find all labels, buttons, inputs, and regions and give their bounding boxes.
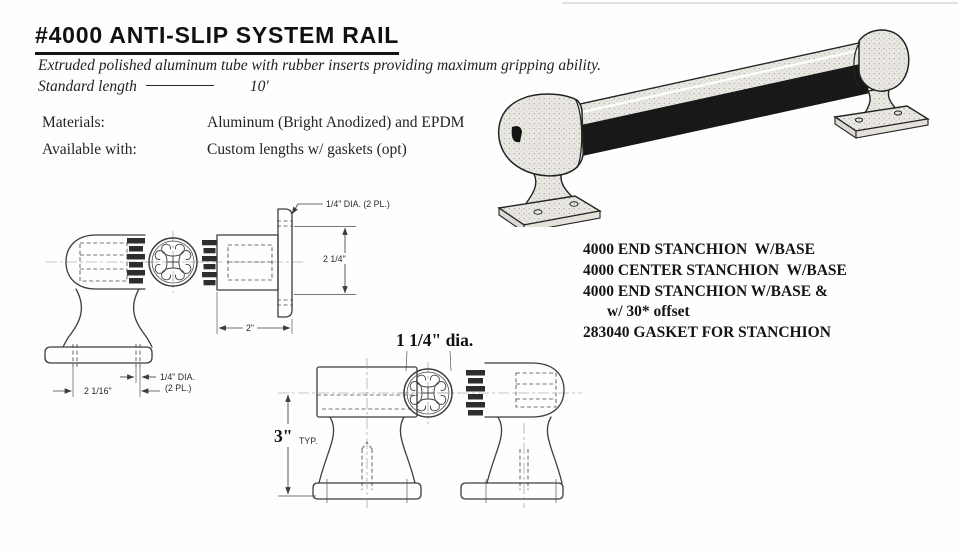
stanchion-side-view [44,234,160,367]
parts-line: 4000 END STANCHION W/BASE & [583,282,828,300]
rubber-insert-ribs [127,238,145,284]
key-notch [511,126,522,143]
product-description: Extruded polished aluminum tube with rub… [38,57,601,74]
dim-height-label: 3" [274,426,292,446]
scan-artifact-line [562,2,958,4]
rail-illustration [497,29,930,227]
spec-value: Custom lengths w/ gaskets (opt) [207,141,407,158]
spec-row-available-with: Available with: Custom lengths w/ gaskets… [42,141,407,159]
dim-hole-top-label: 1/4" DIA. (2 PL.) [326,199,390,209]
dim-base-width-label: 2 1/16" [84,386,112,396]
standard-length-label: Standard length [38,78,137,95]
parts-line: 4000 CENTER STANCHION W/BASE [583,261,847,279]
dim-flange-height-label: 2 1/4" [323,254,346,264]
parts-line: 4000 END STANCHION W/BASE [583,241,815,258]
parts-line: w/ 30* offset [607,303,690,321]
dim-tube-dia-label: 1 1/4" dia. [396,330,473,350]
leader-dash [145,84,214,86]
page-title: #4000 ANTI-SLIP SYSTEM RAIL [35,22,400,55]
technical-drawing-bottom: 1 1/4" dia. [272,330,582,508]
dim-hole-bottom-label-1: 1/4" DIA. [160,372,195,382]
dim-hole-bottom-label-2: (2 PL.) [165,383,191,393]
dim-height-qualifier: TYP. [299,436,317,446]
technical-drawing-top: 1/4" DIA. (2 PL.) 2 1/4" 2" 2 1/16" 1/4"… [44,199,390,397]
spec-label: Available with: [42,141,137,158]
spec-row-materials: Materials: Aluminum (Bright Anodized) and… [42,114,464,132]
dimensions: 1/4" DIA. (2 PL.) 2 1/4" 2" 2 1/16" 1/4"… [53,199,390,397]
stanchion-side-view [460,362,565,508]
spec-value: Aluminum (Bright Anodized) and EPDM [207,114,465,131]
parts-line: 283040 GASKET FOR STANCHION [583,324,831,342]
rail-tube [547,40,869,164]
standard-length-row: Standard length 10' [38,78,269,96]
dim-depth-label: 2" [246,323,254,333]
spec-label: Materials: [42,114,105,131]
tube-cross-section [396,361,460,425]
parts-list: 4000 END STANCHION W/BASE 4000 CENTER ST… [583,240,847,344]
stanchion-front-view [312,358,422,508]
stanchion-flange-view [192,208,306,318]
right-stanchion [833,29,930,140]
height-dimension: 3" TYP. [272,394,317,497]
standard-length-value: 10' [249,78,269,95]
rubber-insert-ribs [466,370,485,416]
left-stanchion [497,93,602,227]
